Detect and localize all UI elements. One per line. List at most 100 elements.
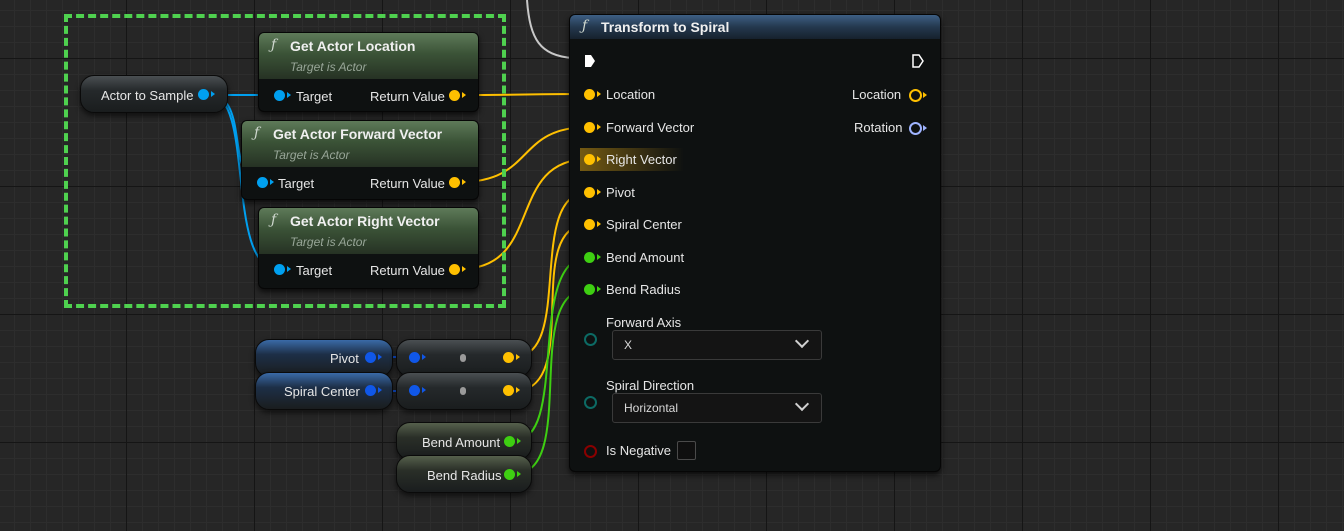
- pin-arrow-icon: [516, 354, 520, 360]
- forward-axis-dropdown[interactable]: X: [612, 330, 822, 360]
- bend-radius-variable-node[interactable]: Bend Radius: [396, 455, 532, 493]
- pivot-in-pin[interactable]: [584, 187, 595, 198]
- actor-to-sample-node[interactable]: Actor to Sample: [80, 75, 228, 113]
- bend-radius-variable-pin[interactable]: [504, 469, 515, 480]
- pin-arrow-icon: [597, 189, 601, 195]
- bend-radius-in-pin[interactable]: [584, 284, 595, 295]
- function-icon: ƒ: [582, 18, 588, 34]
- get-actor-right-vector-node[interactable]: ƒ Get Actor Right Vector Target is Actor…: [258, 207, 479, 289]
- location-out-label: Location: [852, 87, 902, 102]
- function-icon: ƒ: [254, 125, 260, 141]
- bend-amount-variable-pin[interactable]: [504, 436, 515, 447]
- exec-in-pin-icon[interactable]: [585, 55, 595, 67]
- target-pin[interactable]: [274, 90, 285, 101]
- is-negative-label: Is Negative: [606, 443, 672, 458]
- forward-axis-label: Forward Axis: [606, 315, 682, 330]
- get-actor-location-node[interactable]: ƒ Get Actor Location Target is Actor Tar…: [258, 32, 479, 112]
- node-title: Get Actor Location: [290, 38, 416, 54]
- spiral-direction-value: Horizontal: [624, 401, 679, 415]
- bend-amount-variable-node[interactable]: Bend Amount: [396, 422, 532, 460]
- target-pin[interactable]: [257, 177, 268, 188]
- rotation-out-label: Rotation: [854, 120, 903, 135]
- return-value-pin[interactable]: [449, 90, 460, 101]
- chevron-down-icon: [794, 333, 810, 349]
- spiral-center-variable-label: Spiral Center: [284, 384, 360, 399]
- node-title: Transform to Spiral: [601, 19, 730, 35]
- transform-to-spiral-node[interactable]: ƒ Transform to Spiral Location Forward V…: [569, 14, 941, 472]
- hover-highlight: [580, 148, 684, 171]
- actor-to-sample-label: Actor to Sample: [101, 88, 194, 103]
- pin-arrow-icon: [597, 286, 601, 292]
- chevron-down-icon: [794, 396, 810, 412]
- pin-arrow-icon: [462, 179, 466, 185]
- pin-arrow-icon: [597, 124, 601, 130]
- pin-arrow-icon: [211, 91, 215, 97]
- is-negative-in-pin[interactable]: [584, 445, 597, 458]
- pin-arrow-icon: [270, 179, 274, 185]
- spiral-center-variable-node[interactable]: Spiral Center: [255, 372, 393, 410]
- forward-axis-value: X: [624, 338, 633, 352]
- conversion-out-pin[interactable]: [503, 352, 514, 363]
- target-pin[interactable]: [274, 264, 285, 275]
- return-value-label: Return Value: [370, 263, 445, 278]
- location-out-pin[interactable]: [909, 89, 922, 102]
- pin-arrow-icon: [597, 221, 601, 227]
- pin-arrow-icon: [287, 266, 291, 272]
- spiral-center-conversion-node[interactable]: [396, 372, 532, 410]
- pin-arrow-icon: [597, 91, 601, 97]
- bend-amount-in-pin[interactable]: [584, 252, 595, 263]
- selection-box: [64, 14, 506, 308]
- right-vector-in-label: Right Vector: [606, 152, 677, 167]
- return-value-label: Return Value: [370, 89, 445, 104]
- conversion-dot-icon: [460, 354, 466, 362]
- pivot-in-label: Pivot: [606, 185, 635, 200]
- spiral-center-in-pin[interactable]: [584, 219, 595, 230]
- node-title: Get Actor Right Vector: [290, 213, 440, 229]
- exec-out-pin-icon[interactable]: [912, 54, 924, 68]
- forward-axis-in-pin[interactable]: [584, 333, 597, 346]
- pin-arrow-icon: [597, 254, 601, 260]
- spiral-direction-label: Spiral Direction: [606, 378, 695, 393]
- function-icon: ƒ: [271, 212, 277, 228]
- location-in-pin[interactable]: [584, 89, 595, 100]
- bend-radius-in-label: Bend Radius: [606, 282, 681, 297]
- forward-vector-in-label: Forward Vector: [606, 120, 695, 135]
- node-subtitle: Target is Actor: [290, 60, 367, 74]
- pin-arrow-icon: [923, 92, 927, 98]
- conversion-out-pin[interactable]: [503, 385, 514, 396]
- pin-arrow-icon: [923, 125, 927, 131]
- bend-amount-variable-label: Bend Amount: [422, 435, 501, 450]
- pin-arrow-icon: [462, 266, 466, 272]
- spiral-center-in-label: Spiral Center: [606, 217, 682, 232]
- pin-arrow-icon: [517, 471, 521, 477]
- location-in-label: Location: [606, 87, 656, 102]
- return-value-label: Return Value: [370, 176, 445, 191]
- spiral-direction-in-pin[interactable]: [584, 396, 597, 409]
- pin-arrow-icon: [378, 387, 382, 393]
- pin-arrow-icon: [287, 92, 291, 98]
- forward-vector-in-pin[interactable]: [584, 122, 595, 133]
- pin-arrow-icon: [422, 387, 426, 393]
- pin-arrow-icon: [378, 354, 382, 360]
- pivot-variable-pin[interactable]: [365, 352, 376, 363]
- spiral-center-variable-pin[interactable]: [365, 385, 376, 396]
- function-icon: ƒ: [271, 37, 277, 53]
- pivot-conversion-node[interactable]: [396, 339, 532, 377]
- target-label: Target: [278, 176, 315, 191]
- rotation-out-pin[interactable]: [909, 122, 922, 135]
- right-vector-in-pin[interactable]: [584, 154, 595, 165]
- conversion-in-pin[interactable]: [409, 352, 420, 363]
- return-value-pin[interactable]: [449, 264, 460, 275]
- get-actor-forward-vector-node[interactable]: ƒ Get Actor Forward Vector Target is Act…: [241, 120, 479, 200]
- conversion-dot-icon: [460, 387, 466, 395]
- pivot-variable-label: Pivot: [330, 351, 359, 366]
- spiral-direction-dropdown[interactable]: Horizontal: [612, 393, 822, 423]
- pin-arrow-icon: [597, 156, 601, 162]
- conversion-in-pin[interactable]: [409, 385, 420, 396]
- pin-arrow-icon: [462, 92, 466, 98]
- is-negative-checkbox[interactable]: [677, 441, 696, 460]
- bend-radius-variable-label: Bend Radius: [427, 468, 502, 483]
- target-label: Target: [296, 89, 333, 104]
- actor-to-sample-pin[interactable]: [198, 89, 209, 100]
- return-value-pin[interactable]: [449, 177, 460, 188]
